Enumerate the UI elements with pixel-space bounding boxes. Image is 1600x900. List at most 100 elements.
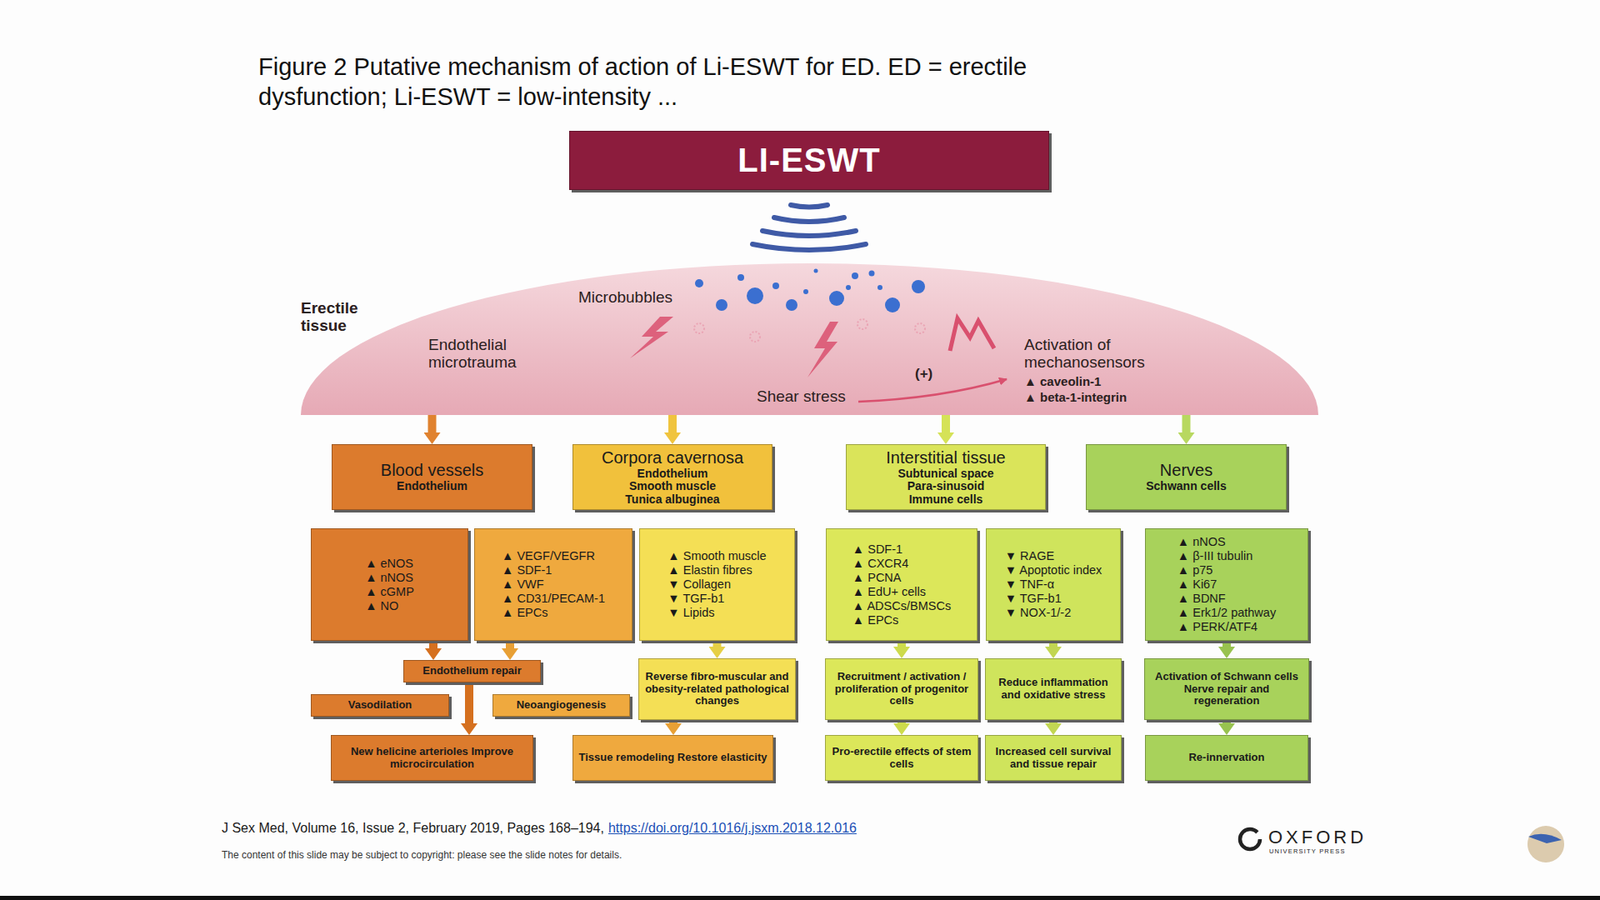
effect-text: Nerve repair and regeneration — [1150, 683, 1304, 709]
bubble — [814, 269, 819, 274]
marker-list: ▲ Smooth muscle▲ Elastin fibres▼ Collage… — [667, 549, 766, 620]
effect-box: Neoangiogenesis — [492, 694, 630, 717]
publisher-subname: UNIVERSITY PRESS — [1269, 847, 1346, 855]
effect-text: Endothelium repair — [422, 665, 521, 678]
marker-item: ▲ SDF-1 — [852, 542, 903, 557]
sparkles — [694, 319, 925, 342]
effect-text: Re-innervation — [1188, 751, 1265, 765]
effect-text: Vasodilation — [348, 699, 413, 712]
region-label: Microbubbles — [578, 289, 673, 307]
lightning-bolt — [950, 318, 995, 351]
flow-arrow — [897, 720, 906, 724]
effect-box: Pro-erectile effects of stem cells — [825, 735, 979, 781]
effect-box: Endothelium repair — [403, 660, 541, 683]
effect-box: New helicine arterioles Improve microcir… — [330, 735, 534, 781]
sparkle — [857, 319, 868, 330]
marker-list-box: ▲ Smooth muscle▲ Elastin fibres▼ Collage… — [639, 528, 795, 641]
marker-item: ▼ Apoptotic index — [1005, 563, 1103, 578]
wave-arc — [790, 205, 828, 208]
marker-list-box: ▼ RAGE▼ Apoptotic index▼ TNF-α▼ TGF-b1▼ … — [985, 528, 1121, 641]
sparkle — [694, 323, 705, 334]
marker-item: ▲ Elastin fibres — [667, 563, 752, 578]
bubble — [803, 289, 809, 295]
flow-arrow — [1049, 720, 1058, 724]
bubble — [772, 282, 780, 290]
category-box: Interstitial tissueSubtunical space Para… — [845, 444, 1046, 510]
marker-item: ▲ CD31/PECAM-1 — [501, 591, 605, 606]
citation: J Sex Med, Volume 16, Issue 2, February … — [221, 820, 605, 836]
shear-stress-arrow — [858, 379, 1007, 402]
category-text: Endothelium — [396, 480, 468, 493]
flow-arrow — [897, 640, 906, 647]
region-label: Shear stress — [756, 388, 846, 406]
effect-box: Re-innervation — [1145, 735, 1309, 781]
category-text: Interstitial tissue — [885, 448, 1005, 468]
marker-item: ▲ EPCs — [852, 613, 899, 628]
category-text: Schwann cells — [1145, 480, 1226, 493]
lightning-bolt — [630, 316, 674, 359]
marker-item: ▼ TNF-α — [1005, 577, 1055, 592]
flow-arrow — [1222, 640, 1231, 647]
tissue-region: Erectile tissueEndothelial microtrauma Mi… — [300, 263, 1319, 415]
effect-text: Recruitment / activation / proliferation… — [830, 670, 973, 709]
marker-item: ▲ PCNA — [852, 570, 902, 585]
category-text: Subtunical space Para-sinusoid Immune ce… — [890, 467, 1003, 506]
category-text: Endothelium Smooth muscle Tunica albugin… — [616, 467, 730, 506]
bubble — [851, 272, 859, 280]
region-label: ▲ beta-1-integrin — [1024, 390, 1127, 405]
figure-title: Figure 2 Putative mechanism of action of… — [258, 51, 1042, 113]
bubble — [829, 290, 845, 306]
marker-list-box: ▲ VEGF/VEGFR▲ SDF-1▲ VWF▲ CD31/PECAM-1▲ … — [474, 528, 633, 641]
sparkle — [915, 323, 925, 334]
region-label: (+) — [915, 366, 933, 383]
banner-title: LI-ESWT — [737, 141, 880, 180]
publisher-name: OXFORD — [1268, 826, 1367, 849]
flow-arrow — [669, 720, 678, 724]
marker-item: ▲ PERK/ATF4 — [1177, 620, 1258, 635]
flow-arrow — [713, 640, 722, 647]
lightning-bolt — [807, 321, 839, 378]
effect-text: Neoangiogenesis — [516, 699, 607, 712]
flow-arrow — [428, 415, 437, 433]
marker-list-box: ▲ eNOS▲ nNOS▲ cGMP▲ NO — [310, 528, 469, 641]
marker-item: ▲ EdU+ cells — [852, 585, 926, 600]
bubble — [785, 299, 798, 311]
effect-text: Reverse fibro-muscular and obesity-relat… — [644, 670, 790, 709]
marker-item: ▼ NOX-1/-2 — [1005, 605, 1072, 620]
bubble — [877, 285, 883, 290]
frame-bar — [0, 895, 1600, 900]
bubble — [869, 270, 875, 277]
effect-box: Vasodilation — [310, 694, 450, 717]
flow-arrow — [1182, 415, 1191, 433]
bubble — [715, 299, 728, 311]
marker-item: ▲ nNOS — [365, 570, 414, 585]
marker-item: ▲ Erk1/2 pathway — [1177, 605, 1276, 620]
bubble — [737, 274, 745, 281]
bubble — [845, 285, 851, 290]
effect-box: Tissue remodeling Restore elasticity — [572, 735, 774, 781]
marker-item: ▲ CXCR4 — [852, 556, 910, 571]
flow-arrow — [505, 640, 515, 649]
marker-list: ▲ SDF-1▲ CXCR4▲ PCNA▲ EdU+ cells▲ ADSCs/… — [852, 542, 951, 628]
flow-arrow — [1049, 640, 1058, 647]
flow-arrow — [668, 415, 677, 433]
effect-text: Activation of Schwann cells — [1155, 670, 1299, 684]
marker-item: ▲ Ki67 — [1177, 577, 1217, 592]
wave-arc — [774, 217, 845, 222]
marker-item: ▲ cGMP — [365, 585, 415, 600]
marker-item: ▲ EPCs — [501, 605, 548, 620]
region-label: Endothelial microtrauma — [428, 336, 545, 372]
effect-box: Reduce inflammation and oxidative stress — [985, 658, 1122, 720]
marker-list: ▼ RAGE▼ Apoptotic index▼ TNF-α▼ TGF-b1▼ … — [1005, 549, 1103, 620]
effect-text: Reduce inflammation and oxidative stress — [990, 676, 1116, 702]
icon-disc — [1527, 825, 1565, 863]
flow-arrow — [941, 415, 950, 433]
region-label: ▲ caveolin-1 — [1024, 375, 1101, 390]
marker-item: ▼ RAGE — [1005, 549, 1055, 564]
sparkle — [750, 331, 760, 342]
marker-list-box: ▲ nNOS▲ β-III tubulin▲ p75▲ Ki67▲ BDNF▲ … — [1145, 528, 1309, 641]
marker-item: ▲ BDNF — [1177, 591, 1226, 606]
marker-item: ▲ β-III tubulin — [1177, 549, 1253, 564]
region-label: Erectile tissue — [300, 300, 397, 335]
